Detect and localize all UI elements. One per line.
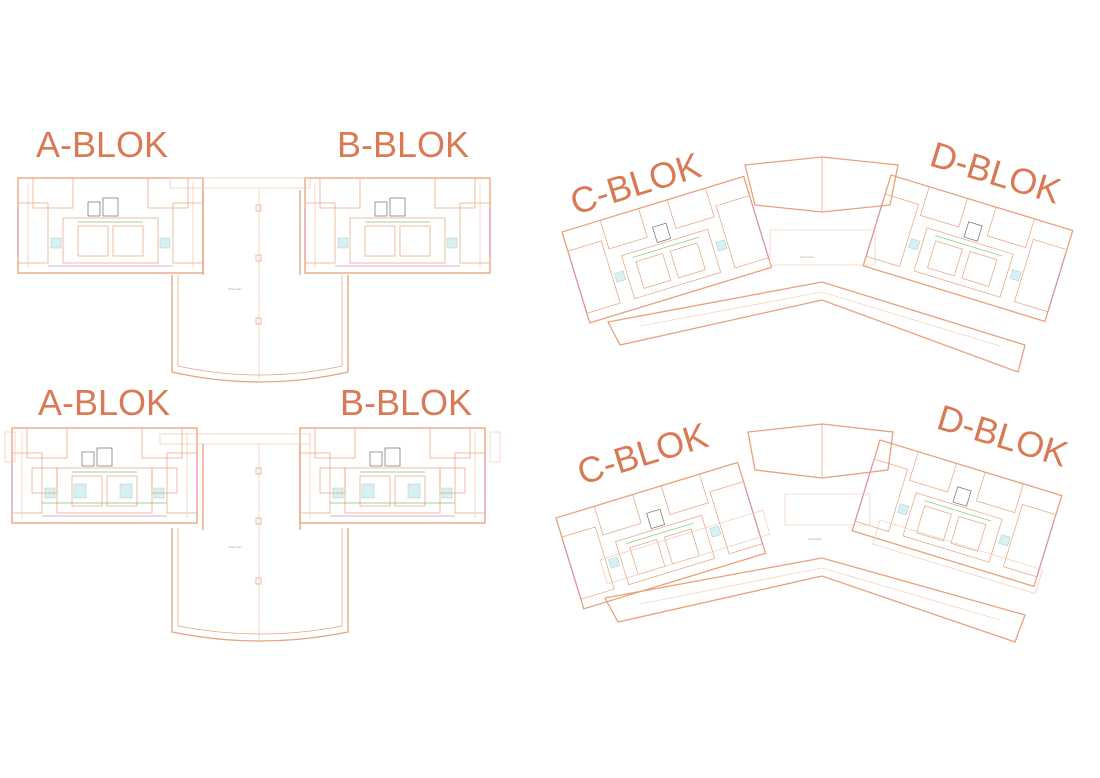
label-c-blok-bottom: C-BLOK [572, 414, 712, 492]
plan-ab-top: Ortak alan [17, 177, 491, 383]
label-c-blok-top: C-BLOK [565, 144, 705, 222]
svg-text:Ortak alan: Ortak alan [808, 537, 822, 541]
plan-ab-bottom: Ortak alan [4, 428, 501, 642]
svg-text:Ortak alan: Ortak alan [228, 545, 242, 549]
svg-text:Ortak alan: Ortak alan [228, 287, 242, 291]
svg-text:Ortak alan: Ortak alan [800, 255, 814, 259]
label-a-blok-bottom: A-BLOK [38, 382, 170, 423]
label-d-blok-top: D-BLOK [926, 133, 1066, 211]
label-a-blok-top: A-BLOK [36, 124, 168, 165]
plan-cd-top: Ortak alan [561, 156, 1074, 373]
plan-cd-bottom: Ortak alan [555, 423, 1063, 643]
label-b-blok-top: B-BLOK [337, 124, 469, 165]
label-b-blok-bottom: B-BLOK [340, 382, 472, 423]
